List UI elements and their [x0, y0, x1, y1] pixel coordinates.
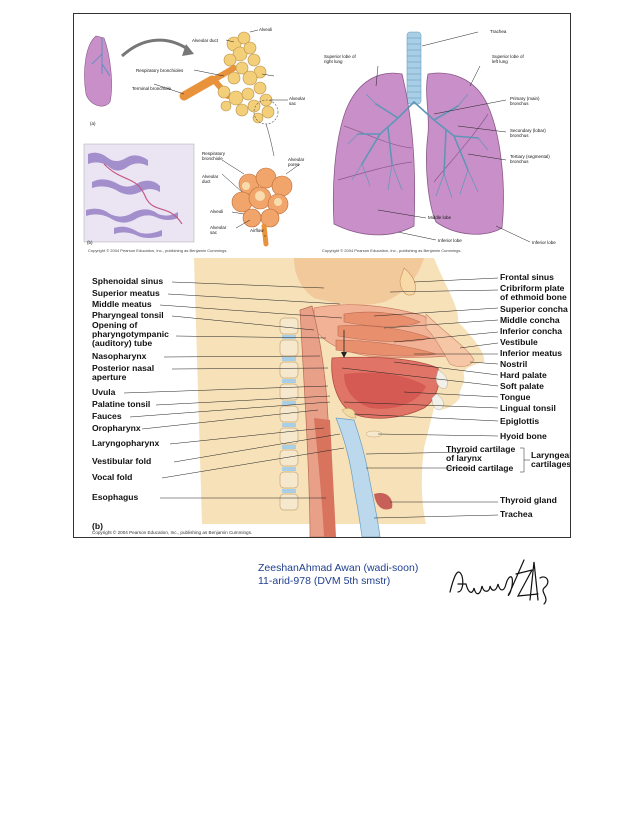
superior-right-label: Superior lobe of right lung [324, 54, 356, 64]
lungs-credit: Copyright © 2004 Pearson Education, Inc.… [322, 248, 462, 253]
thyroid-cartilage-label-2: of larynx [446, 453, 482, 463]
opening-tube-label-1: Opening of [92, 320, 138, 330]
frontal-sinus-label: Frontal sinus [500, 272, 554, 282]
tongue-label: Tongue [500, 392, 531, 402]
laryngopharynx-label: Laryngopharynx [92, 438, 160, 448]
cribriform-label-1: Cribriform plate [500, 283, 565, 293]
lingual-tonsil-label: Lingual tonsil [500, 403, 556, 413]
uvula-label: Uvula [92, 387, 116, 397]
middle-meatus-label: Middle meatus [92, 299, 152, 309]
opening-tube-label-3: (auditory) tube [92, 338, 153, 348]
lungs-illustration [332, 31, 531, 243]
palatine-tonsil-label: Palatine tonsil [92, 399, 151, 409]
alveolar-sac-b-label: Alveolar sac [210, 225, 227, 235]
terminal-bronchiole-label: Terminal bronchiole [132, 86, 172, 91]
alveolar-sac-label: Alveolar sac [289, 96, 306, 106]
alveoli-b-label: Alveoli [210, 209, 224, 214]
opening-tube-label-2: pharyngotympanic [92, 329, 169, 339]
alveolar-duct-b-label: Alveolar duct [202, 174, 219, 184]
laryngeal-label-2: cartilages [531, 459, 571, 469]
thyroid-cartilage-label-1: Thyroid cartilage [446, 444, 516, 454]
inferior-concha-label: Inferior concha [500, 326, 563, 336]
lungs-panel: Trachea Superior lobe of right lung Supe… [318, 14, 570, 258]
primary-bronchus-label: Primary (main) bronchus [510, 96, 540, 106]
superior-concha-label: Superior concha [500, 304, 568, 314]
hyoid-bone-label: Hyoid bone [500, 431, 547, 441]
vestibule-label: Vestibule [500, 337, 538, 347]
esophagus-label: Esophagus [92, 492, 139, 502]
posterior-nasal-label-1: Posterior nasal [92, 363, 155, 373]
nostril-label: Nostril [500, 359, 528, 369]
inferior-lobe-right-label: Inferior lobe [438, 238, 462, 243]
vestibular-fold-label: Vestibular fold [92, 456, 152, 466]
alveolar-duct-label: Alveolar duct [192, 38, 219, 43]
trachea-lung-label: Trachea [490, 29, 507, 34]
author-id-note: 11-arid-978 (DVM 5th smstr) [258, 575, 391, 587]
laryngeal-label-1: Laryngeal [531, 450, 571, 460]
panel-b-head-label: (b) [92, 521, 103, 531]
posterior-nasal-label-2: aperture [92, 372, 127, 382]
superior-meatus-label: Superior meatus [92, 288, 160, 298]
hard-palate-label: Hard palate [500, 370, 547, 380]
vocal-fold-label: Vocal fold [92, 472, 133, 482]
panel-a-label: (a) [90, 121, 96, 126]
alveoli-label: Alveoli [259, 27, 273, 32]
panel-b-alveoli-label: (b) [87, 240, 93, 245]
airflow-label: Airflow [250, 228, 264, 233]
epiglottis-label: Epiglottis [500, 416, 540, 426]
trachea-head-label: Trachea [500, 509, 533, 519]
pharyngeal-tonsil-label: Pharyngeal tonsil [92, 310, 164, 320]
author-name-note: ZeeshanAhmad Awan (wadi-soon) [258, 562, 419, 574]
tertiary-bronchus-label: Tertiary (segmental) bronchus [510, 154, 550, 164]
soft-palate-label: Soft palate [500, 381, 544, 391]
oropharynx-label: Oropharynx [92, 423, 141, 433]
alveoli-panel: Alveolar duct Alveoli Respiratory bronch… [74, 14, 318, 258]
signature-image [449, 559, 549, 605]
inferior-lobe-left-label: Inferior lobe [532, 240, 556, 245]
respiratory-bronchioles-label: Respiratory bronchioles [136, 68, 184, 73]
fauces-label: Fauces [92, 411, 122, 421]
middle-lobe-label: Middle lobe [428, 215, 452, 220]
figure-frame: Alveolar duct Alveoli Respiratory bronch… [73, 13, 571, 538]
alveoli-illustration [83, 29, 301, 247]
middle-concha-label: Middle concha [500, 315, 560, 325]
cricoid-cartilage-label: Cricoid cartilage [446, 463, 514, 473]
nasopharynx-label: Nasopharynx [92, 351, 147, 361]
sphenoidal-sinus-label: Sphenoidal sinus [92, 276, 164, 286]
inferior-meatus-label: Inferior meatus [500, 348, 563, 358]
alveolar-pores-label: Alveolar pores [288, 157, 305, 167]
cribriform-label-2: of ethmoid bone [500, 292, 567, 302]
thyroid-gland-label: Thyroid gland [500, 495, 557, 505]
head-credit: Copyright © 2004 Pearson Education, Inc.… [92, 530, 253, 535]
resp-bronchiole-b-label: Respiratory bronchiole [202, 151, 226, 161]
head-illustration [123, 258, 530, 537]
secondary-bronchus-label: Secondary (lobar) bronchus [510, 128, 546, 138]
alveoli-credit: Copyright © 2004 Pearson Education, Inc.… [88, 248, 228, 253]
superior-left-label: Superior lobe of left lung [492, 54, 524, 64]
head-panel: Sphenoidal sinus Superior meatus Middle … [74, 258, 570, 537]
